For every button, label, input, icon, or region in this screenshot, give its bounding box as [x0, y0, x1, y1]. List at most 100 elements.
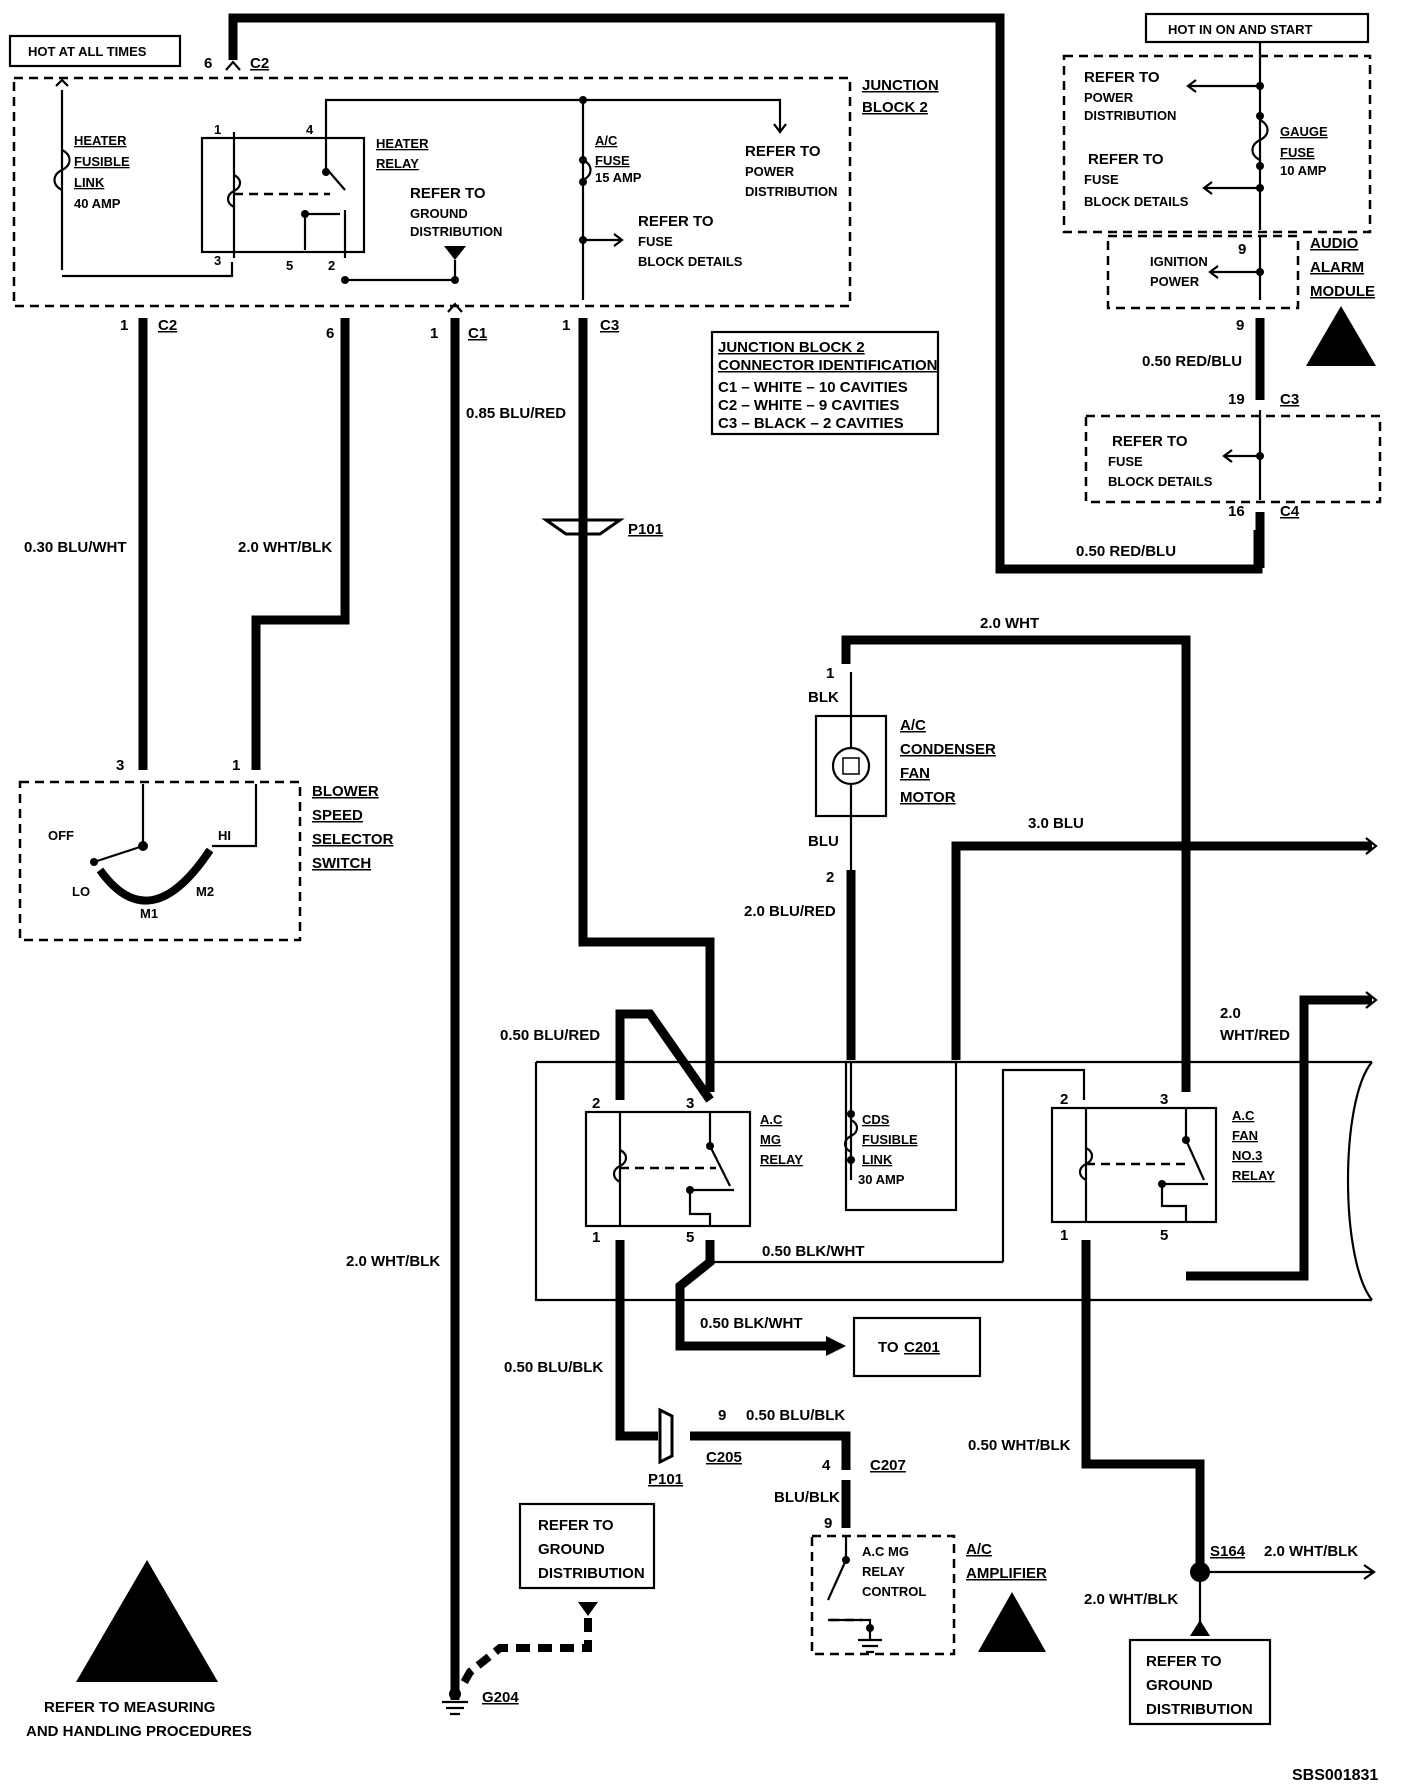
wire-label-050-blk-wht-2: 0.50 BLK/WHT — [700, 1315, 803, 1332]
cds-label-3: LINK — [862, 1152, 893, 1167]
condenser-label-3: FAN — [900, 765, 930, 782]
junction-dot-2 — [451, 276, 459, 284]
ac-fuse-label-2: FUSE — [595, 153, 630, 168]
gauge-fuse-label-1: GAUGE — [1280, 124, 1328, 139]
arrow-c201-icon — [826, 1336, 846, 1356]
connector-c1-glyph — [447, 302, 463, 313]
refer-power-right-2: POWER — [1084, 90, 1134, 105]
arrow-down-icon — [773, 123, 787, 134]
jb-2-to-ground — [345, 260, 457, 282]
refer-ground-top-3: DISTRIBUTION — [410, 224, 502, 239]
pin-fan-2: 2 — [1060, 1091, 1068, 1108]
p101-bottom-icon — [658, 1407, 674, 1465]
refer-fuse-top-2: FUSE — [638, 234, 673, 249]
amp-control-label-2: RELAY — [862, 1564, 905, 1579]
pin-c2-1: 1 — [120, 317, 128, 334]
refer-power-right-3: DISTRIBUTION — [1084, 108, 1176, 123]
arrow-right-edge-icon — [1365, 837, 1378, 855]
wire-label-30-blu: 3.0 BLU — [1028, 815, 1084, 832]
ac-amplifier-box — [810, 1534, 956, 1656]
wire-wht-blk-blower — [251, 318, 350, 770]
heater-fusible-link-label-1: HEATER — [74, 133, 127, 148]
esd-note-line-1: REFER TO MEASURING — [44, 1699, 215, 1716]
connector-c207: C207 — [870, 1457, 906, 1474]
audio-alarm-label-2: ALARM — [1310, 259, 1364, 276]
switch-pivot-dot — [138, 841, 148, 851]
heater-relay-coil-icon — [226, 174, 242, 208]
wire-label-050-blu-blk-2: 0.50 BLU/BLK — [746, 1407, 845, 1424]
heater-fusible-link-label-3: LINK — [74, 175, 105, 190]
wire-2-0-wht — [841, 635, 1191, 1092]
junction-dot-3 — [579, 96, 587, 104]
figure-id: SBS001831 — [1292, 1767, 1378, 1784]
junction-dot-5 — [1256, 82, 1264, 90]
connector-c205: C205 — [706, 1449, 742, 1466]
refer-ground-top-2: GROUND — [410, 206, 468, 221]
fan-contact-dot — [1182, 1136, 1190, 1144]
connector-c3-right: C3 — [1280, 391, 1299, 408]
esd-note-line-2: AND HANDLING PROCEDURES — [26, 1723, 252, 1740]
heater-link-to-c2 — [62, 262, 234, 278]
amp-control-label-1: A.C MG — [862, 1544, 909, 1559]
junction-dot-6 — [1256, 184, 1264, 192]
cds-label-4: 30 AMP — [858, 1172, 905, 1187]
wire-label-030-blu-wht: 0.30 BLU/WHT — [24, 539, 127, 556]
ac-mg-relay-box — [584, 1110, 752, 1228]
connector-c4: C4 — [1280, 503, 1300, 520]
refer-fuse-c3-3: BLOCK DETAILS — [1108, 474, 1213, 489]
ac-amplifier-label-1: A/C — [966, 1541, 992, 1558]
pin-c4-16: 16 — [1228, 503, 1245, 520]
ground-g204-dot — [449, 1688, 461, 1700]
hot-in-on-start-box — [1144, 12, 1370, 44]
pin-relay-1: 1 — [214, 122, 221, 137]
ground-mid-dashed — [458, 1618, 592, 1688]
connector-id-row-1: C1 – WHITE – 10 CAVITIES — [718, 379, 908, 396]
pin-audio-9: 9 — [1238, 241, 1246, 258]
refer-fuse-c3-2: FUSE — [1108, 454, 1143, 469]
refer-ground-bottom-3: DISTRIBUTION — [1146, 1701, 1253, 1718]
refer-fuse-top-3: BLOCK DETAILS — [638, 254, 743, 269]
connector-c3: C3 — [600, 317, 619, 334]
mg-contact-5 — [688, 1188, 734, 1226]
ground-up-triangle-icon — [1190, 1620, 1210, 1636]
pin-c205-9: 9 — [718, 1407, 726, 1424]
pin-c3-1: 1 — [562, 317, 570, 334]
ground-icon — [858, 1638, 882, 1654]
wire-blu-blk — [615, 1240, 658, 1441]
wire-label-050-blk-wht-1: 0.50 BLK/WHT — [762, 1243, 865, 1260]
cds-label-1: CDS — [862, 1112, 890, 1127]
pin-motor-2: 2 — [826, 869, 834, 886]
hot-in-on-start-label: HOT IN ON AND START — [1168, 22, 1312, 37]
gauge-fuse-label-2: FUSE — [1280, 145, 1315, 160]
refer-fuse-right-2: FUSE — [1084, 172, 1119, 187]
c3-c4-wire — [1222, 410, 1262, 500]
fusible-link-icon — [53, 149, 71, 191]
fuse-dot-2 — [579, 178, 587, 186]
p101-top-label: P101 — [628, 521, 663, 538]
junction-block-2-label-1: JUNCTION — [862, 77, 939, 94]
fan-relay-label-2: FAN — [1232, 1128, 1258, 1143]
pin-jb-5: 5 — [286, 258, 293, 273]
fan-relay-label-3: NO.3 — [1232, 1148, 1262, 1163]
fan-relay-label-4: RELAY — [1232, 1168, 1275, 1183]
fan-relay-label-1: A.C — [1232, 1108, 1255, 1123]
esd-warning-icon-2 — [978, 1592, 1046, 1652]
wire-3-0-blu-relay — [1001, 1068, 1086, 1262]
heater-relay-5-wire — [303, 212, 340, 250]
pin-mg-1: 1 — [592, 1229, 600, 1246]
refer-power-right-1: REFER TO — [1084, 69, 1160, 86]
wire-label-20-wht: 2.0 WHT — [980, 615, 1039, 632]
cds-dot — [847, 1110, 855, 1118]
heater-fusible-link-label-4: 40 AMP — [74, 196, 121, 211]
switch-off-dot — [90, 858, 98, 866]
wire-label-20: 2.0 — [1220, 1005, 1241, 1022]
heater-relay-4-up — [324, 98, 782, 132]
condenser-label-4: MOTOR — [900, 789, 956, 806]
p101-connector-icon — [541, 518, 625, 536]
audio-alarm-module-box — [1106, 234, 1300, 310]
to-c201-label-2: C201 — [904, 1339, 940, 1356]
relay-contact-dot — [322, 168, 330, 176]
refer-ground-bottom-box — [1128, 1638, 1272, 1726]
fan-contact-dot-2 — [1158, 1180, 1166, 1188]
pin-blower-3: 3 — [116, 757, 124, 774]
